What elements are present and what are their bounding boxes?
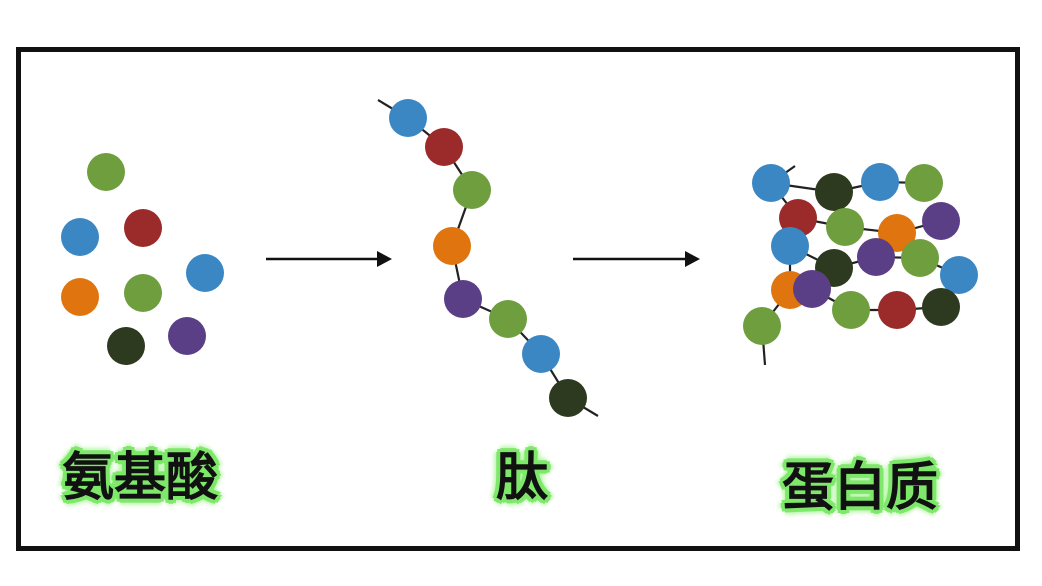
amino-acids-bead [61, 218, 99, 256]
amino-acids-bead [124, 209, 162, 247]
protein-bead [832, 291, 870, 329]
peptide-bead [444, 280, 482, 318]
amino-acids-bead [87, 153, 125, 191]
protein-bead [793, 270, 831, 308]
protein-bead [826, 208, 864, 246]
protein-bead [857, 238, 895, 276]
amino-acids-bead [61, 278, 99, 316]
peptide-bead [433, 227, 471, 265]
peptide-chain [377, 99, 599, 417]
protein-bead [940, 256, 978, 294]
peptide-bead [453, 171, 491, 209]
peptide-bead [522, 335, 560, 373]
protein-bead [901, 239, 939, 277]
protein-bead [905, 164, 943, 202]
amino-acids-bead [107, 327, 145, 365]
peptide-bead [389, 99, 427, 137]
amino-acids-bead [124, 274, 162, 312]
peptide-backbone [377, 99, 599, 417]
arrow-2-head [685, 251, 700, 267]
protein-bead [922, 202, 960, 240]
protein-bead [743, 307, 781, 345]
label-peptide: 肽 [496, 448, 549, 508]
arrows [266, 251, 700, 267]
amino-acids-bead [186, 254, 224, 292]
protein-bead [752, 164, 790, 202]
protein-bead [815, 173, 853, 211]
protein-bead [861, 163, 899, 201]
arrow-1-head [377, 251, 392, 267]
amino-acids-bead [168, 317, 206, 355]
protein-bead [771, 227, 809, 265]
beads [61, 99, 978, 417]
protein-bead [878, 291, 916, 329]
peptide-bead [425, 128, 463, 166]
label-protein: 蛋白质 [782, 458, 939, 518]
protein-bead [922, 288, 960, 326]
peptide-bead [549, 379, 587, 417]
peptide-bead [489, 300, 527, 338]
label-amino-acids: 氨基酸 [62, 448, 219, 508]
